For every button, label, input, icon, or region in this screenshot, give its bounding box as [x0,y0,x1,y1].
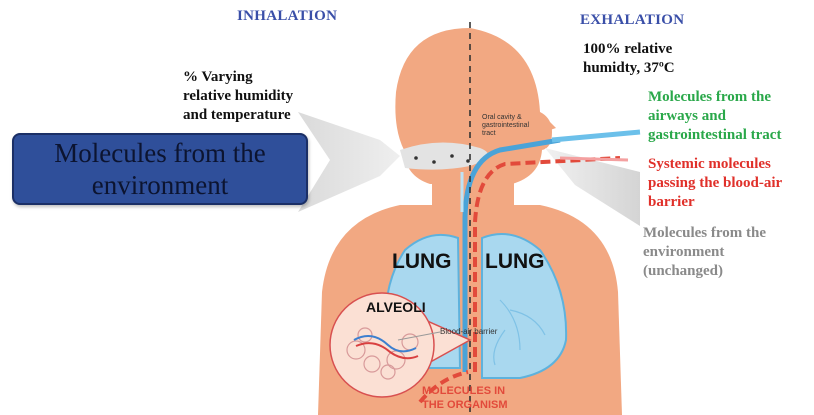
inhale-humidity-note: % Varying relative humidity and temperat… [183,68,293,125]
lung-right-label: LUNG [485,250,545,274]
exhale-humidity-note: 100% relative humidty, 37ºC [583,40,675,78]
inhalation-heading: INHALATION [237,8,337,25]
blood-air-barrier-label: Blood-air barrier [440,327,497,336]
inhalation-arrow [298,112,400,212]
exhale-blue-streak [552,132,640,140]
environment-molecules-box: Molecules from the environment [12,133,308,205]
lung-left-label: LUNG [392,250,452,274]
organism-label-line2: THE ORGANISM [422,399,508,411]
nose [540,112,556,133]
airway-molecules-label: Molecules from the airways and gastroint… [648,88,781,145]
alveoli-label: ALVEOLI [366,299,426,315]
exhale-red-streak [560,158,628,160]
oral-cavity-label: Oral cavity & gastrointestinal tract [482,114,529,138]
systemic-molecules-label: Systemic molecules passing the blood-air… [648,155,782,212]
organism-label-line1: MOLECULES IN [422,385,505,397]
environment-molecules-label: Molecules from the environment [54,137,265,201]
environment-unchanged-label: Molecules from the environment (unchange… [643,224,766,281]
exhalation-heading: EXHALATION [580,12,684,29]
